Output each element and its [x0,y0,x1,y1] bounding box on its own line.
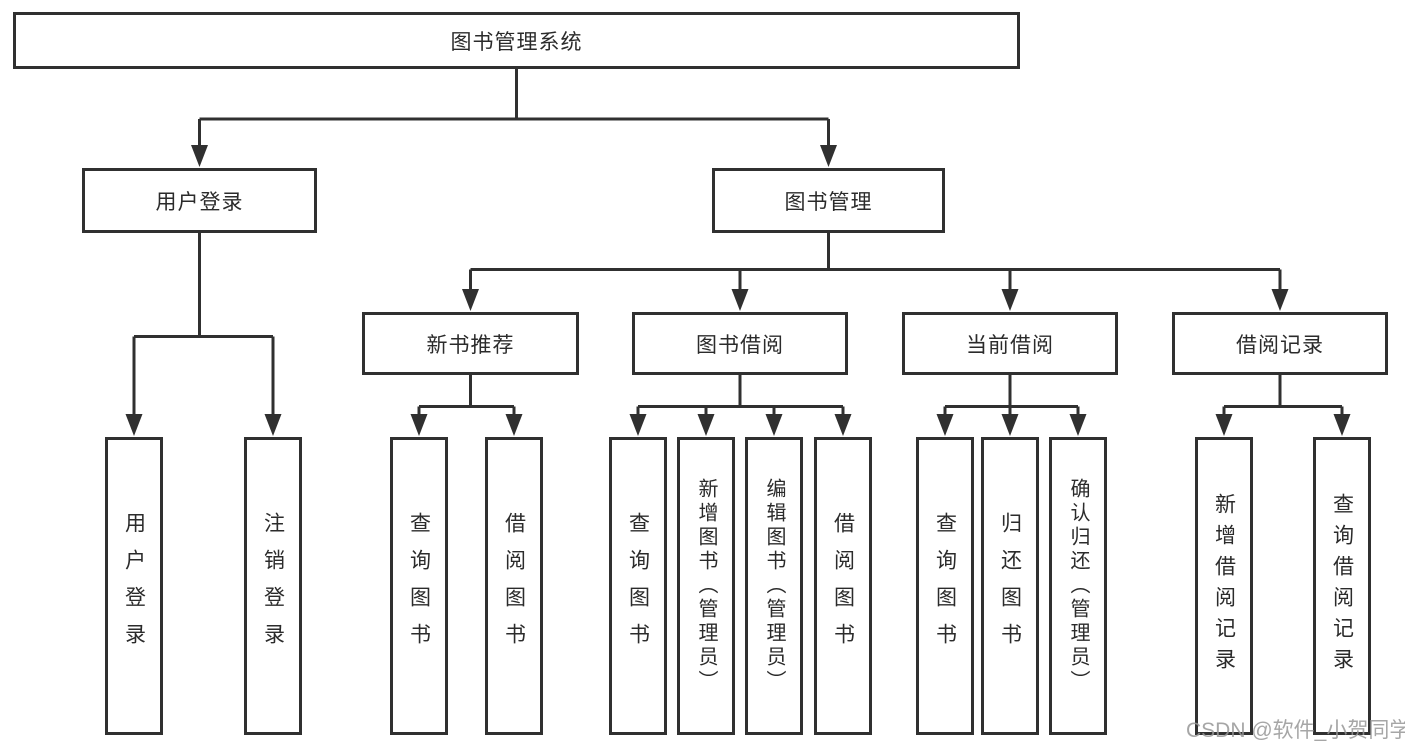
leaf-query-borrow-record-label: 查询借阅记录 [1330,493,1354,679]
node-user-login-label: 用户登录 [155,190,244,214]
leaf-borrow-book-borrow-label: 借阅图书 [831,512,855,660]
leaf-borrow-book-borrow: 借阅图书 [814,437,872,735]
leaf-query-book-current-label: 查询图书 [933,512,957,660]
leaf-return-book: 归还图书 [981,437,1039,735]
node-book-management: 图书管理 [712,168,945,233]
node-new-book-recommend: 新书推荐 [362,312,579,375]
leaf-add-book-admin-label: 新增图书（管理员） [695,478,717,694]
leaf-query-book-borrow: 查询图书 [609,437,667,735]
leaf-query-borrow-record: 查询借阅记录 [1313,437,1371,735]
leaf-edit-book-admin-label: 编辑图书（管理员） [763,478,785,694]
leaf-query-book-borrow-label: 查询图书 [626,512,650,660]
node-borrow-records: 借阅记录 [1172,312,1388,375]
leaf-borrow-book-newrec: 借阅图书 [485,437,543,735]
node-book-borrow: 图书借阅 [632,312,848,375]
node-user-login: 用户登录 [82,168,317,233]
csdn-watermark: CSDN @软件_小贺同学 [1186,719,1405,742]
leaf-user-login: 用户登录 [105,437,163,735]
leaf-return-book-label: 归还图书 [998,512,1022,660]
leaf-add-borrow-record: 新增借阅记录 [1195,437,1253,735]
leaf-query-book-newrec: 查询图书 [390,437,448,735]
leaf-add-book-admin: 新增图书（管理员） [677,437,735,735]
leaf-logout-login: 注销登录 [244,437,302,735]
leaf-borrow-book-newrec-label: 借阅图书 [502,512,526,660]
leaf-add-borrow-record-label: 新增借阅记录 [1212,493,1236,679]
node-current-borrow-label: 当前借阅 [966,333,1054,357]
leaf-user-login-label: 用户登录 [122,512,146,660]
node-new-book-recommend-label: 新书推荐 [426,333,515,357]
node-borrow-records-label: 借阅记录 [1236,333,1324,357]
node-book-management-label: 图书管理 [784,190,873,214]
leaf-confirm-return-admin-label: 确认归还（管理员） [1067,478,1089,694]
leaf-query-book-newrec-label: 查询图书 [407,512,431,660]
node-root-label: 图书管理系统 [450,30,583,54]
leaf-logout-login-label: 注销登录 [261,512,285,660]
node-book-borrow-label: 图书借阅 [696,333,784,357]
node-root: 图书管理系统 [13,12,1020,69]
leaf-query-book-current: 查询图书 [916,437,974,735]
node-current-borrow: 当前借阅 [902,312,1118,375]
leaf-confirm-return-admin: 确认归还（管理员） [1049,437,1107,735]
leaf-edit-book-admin: 编辑图书（管理员） [745,437,803,735]
